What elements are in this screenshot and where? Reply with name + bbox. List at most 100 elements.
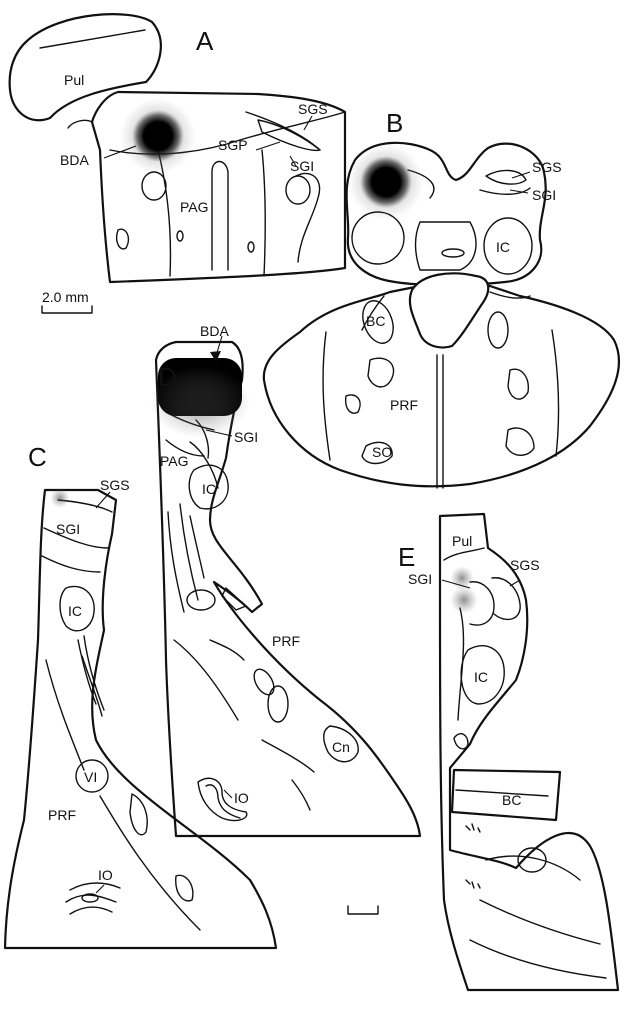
panel-d-tract-1 [180,504,198,600]
panel-d-label-io: IO [234,790,249,806]
panel-b-sgs-leader [512,172,530,178]
panel-b-label-bc: BC [366,313,385,329]
panel-b-right-bundle [488,312,508,348]
scale-bar-a [42,306,92,313]
panel-d-vessel-1 [187,590,215,610]
panel-b-aqueduct [442,249,464,257]
panel-d-label-bda: BDA [200,323,229,339]
panel-b-injection-site [360,156,412,208]
panel-d-vessel-3 [268,686,288,722]
panel-e-sgs-leader [510,580,520,586]
panel-c-long-line [46,660,84,770]
panel-e-ticks-1 [466,824,480,832]
panel-d-label-cn: Cn [332,739,350,755]
panel-d-ventral-line-2 [210,640,244,660]
panel-c-ventral-line [100,796,200,930]
panel-e-pul-border [444,548,484,560]
panel-c-blob-1 [130,794,147,835]
panel-b-fourth-ventricle [410,273,488,347]
panel-c-injection-spread [50,488,70,508]
panel-d-tract-3 [190,516,204,578]
panel-b-label-so: SO [372,444,392,460]
panel-e-line-2 [480,900,600,944]
panel-e-sgs-lamina [492,578,520,620]
panel-d-label-prf: PRF [272,633,300,649]
panel-c-io-leader [96,885,104,893]
panel-a-vessel-left [142,172,166,200]
panel-a-right-tract [296,173,320,262]
panel-a-label-pul: Pul [64,72,84,88]
panel-a-pag-border-right [262,150,265,276]
panel-a: A Pul BDA SGS SGP SGI PAG 2.0 mm [10,14,345,313]
panel-a-sgp-leader [256,142,280,150]
panel-d-label-sgi: SGI [234,429,258,445]
panel-e-letter: E [398,542,415,572]
panel-a-label-sgp: SGP [218,137,248,153]
panel-a-vessel-right [286,176,310,204]
panel-d-ventral-line-3 [262,740,314,772]
panel-a-label-sgs: SGS [298,101,328,117]
panel-a-pulvinar-line [40,30,145,48]
panel-b: B SGS SGI IC BC PRF SO [264,108,619,488]
panel-b-label-ic: IC [496,239,510,255]
panel-c-label-ic: IC [68,603,82,619]
panel-c-blob-2 [176,875,193,901]
panel-e-label-spray-2 [450,586,478,614]
panel-b-blob-2 [346,395,360,413]
panel-a-label-sgi: SGI [290,158,314,174]
panel-a-label-pag: PAG [180,199,209,215]
panel-a-dot [177,231,183,241]
panel-e-label-sgi: SGI [408,571,432,587]
panel-b-blob-3 [508,369,528,399]
panel-b-sgs-lamina [486,170,526,184]
panel-c-sgi-line-2 [42,556,100,572]
panel-e-ticks-2 [466,880,480,888]
panel-b-blob-4 [506,428,534,455]
panel-e-label-pul: Pul [452,533,472,549]
panel-b-pons-right-boundary [552,330,559,456]
panel-b-left-colliculus-circle [352,212,404,264]
scale-bar-label: 2.0 mm [42,289,89,305]
panel-b-label-sgs: SGS [532,159,562,175]
panel-a-sgp-line [246,112,320,150]
panel-c-label-prf: PRF [48,807,76,823]
panel-e-label-bc: BC [502,792,521,808]
panel-c-label-sgs: SGS [100,477,130,493]
panel-d-ventral-line-4 [292,780,310,810]
panel-e-line-3 [470,940,606,978]
panel-d-label-pag: PAG [160,453,189,469]
panel-d-io-leader [224,790,232,798]
panel-d-ventral-line-1 [174,640,238,720]
panel-c-section-outline [5,490,276,948]
scale-bar-bottom [348,906,378,914]
panel-e: E Pul SGS SGI IC BC [398,514,618,990]
panel-a-label-bda: BDA [60,152,89,168]
panel-b-label-sgi: SGI [532,187,556,203]
panel-b-sgi-line [480,188,530,194]
panel-d-label-ic: IC [202,481,216,497]
panel-c-io [66,883,120,914]
panel-c-label-io: IO [98,867,113,883]
panel-e-inner-line [458,608,463,720]
panel-b-blob-1 [368,358,394,387]
panel-c-letter: C [28,442,47,472]
panel-b-central-box [416,222,476,270]
panel-d-vessel-2 [250,666,278,698]
panel-c-sgs-leader [96,492,110,508]
panel-a-bda-connector [68,120,92,128]
panel-b-letter: B [386,108,403,138]
panel-c: C SGS SGI IC VI PRF IO [5,442,276,948]
panel-c-label-vi: VI [84,769,97,785]
panel-a-dot-2 [248,242,254,252]
panel-e-label-ic: IC [474,669,488,685]
panel-c-label-sgi: SGI [56,521,80,537]
panel-d-letter: D [158,362,177,392]
panel-b-pons-left-boundary [323,332,330,460]
panel-e-line-1 [486,856,580,880]
panel-a-injection-site [132,110,184,162]
panel-e-label-sgs: SGS [510,557,540,573]
panel-d-tract-2 [168,512,184,612]
panel-a-aqueduct [212,162,228,271]
panel-a-letter: A [196,26,214,56]
